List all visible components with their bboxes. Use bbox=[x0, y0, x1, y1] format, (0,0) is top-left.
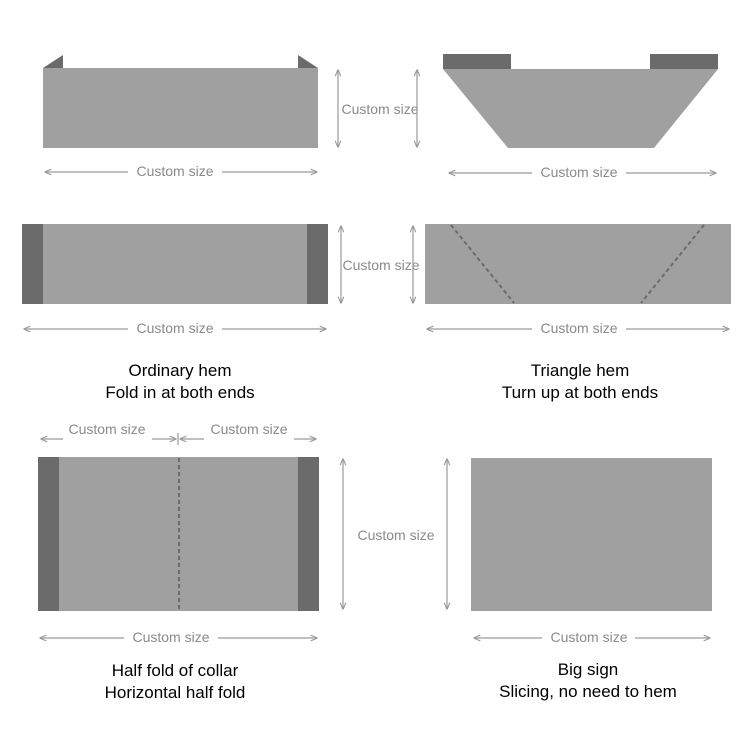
ordinary-hem-width-dimension: Custom size bbox=[45, 163, 317, 179]
triangle-hem-right-fold-line bbox=[640, 224, 705, 304]
triangle-hem-right-tab bbox=[650, 54, 718, 69]
triangle-hem-left-tab bbox=[443, 54, 511, 69]
big-sign-subtitle: Slicing, no need to hem bbox=[499, 682, 677, 701]
ordinary-hem-caption: Ordinary hem Fold in at both ends bbox=[30, 360, 330, 404]
half-fold-top-dimensions: Custom size Custom size bbox=[41, 421, 316, 445]
ordinary-hem-height-label: Custom size bbox=[341, 101, 418, 117]
triangle-hem-left-fold-line bbox=[450, 224, 515, 304]
triangle-hem-width-dimension: Custom size bbox=[449, 164, 716, 180]
big-sign-panel bbox=[471, 458, 712, 611]
ordinary-hem-right-hem bbox=[307, 224, 328, 304]
triangle-hem-flat-width-dimension: Custom size bbox=[427, 320, 729, 336]
half-fold-right-width-label: Custom size bbox=[210, 421, 287, 437]
ordinary-hem-flat-width-label: Custom size bbox=[136, 320, 213, 336]
ordinary-hem-panel bbox=[43, 68, 318, 148]
half-fold-height-dimension: Custom size bbox=[343, 459, 435, 609]
half-fold-height-label: Custom size bbox=[357, 527, 434, 543]
triangle-hem-folded-view bbox=[443, 54, 718, 148]
ordinary-hem-flat-width-dimension: Custom size bbox=[24, 320, 326, 336]
triangle-hem-panel bbox=[443, 69, 718, 148]
ordinary-hem-height-dimension: Custom size bbox=[338, 70, 419, 147]
ordinary-hem-folded-view bbox=[43, 55, 318, 148]
half-fold-view bbox=[38, 457, 319, 611]
big-sign-caption: Big sign Slicing, no need to hem bbox=[438, 659, 738, 703]
ordinary-hem-subtitle: Fold in at both ends bbox=[105, 383, 255, 402]
big-sign-title: Big sign bbox=[557, 660, 619, 679]
half-fold-right-hem bbox=[298, 457, 319, 611]
triangle-hem-subtitle: Turn up at both ends bbox=[501, 383, 659, 402]
triangle-hem-flat-view bbox=[425, 224, 731, 304]
half-fold-left-hem bbox=[38, 457, 59, 611]
triangle-hem-flat-panel bbox=[425, 224, 731, 304]
big-sign-width-label: Custom size bbox=[550, 629, 627, 645]
triangle-hem-caption: Triangle hem Turn up at both ends bbox=[430, 360, 730, 404]
ordinary-hem-title: Ordinary hem bbox=[128, 361, 232, 380]
ordinary-hem-left-flap bbox=[43, 55, 63, 68]
ordinary-hem-flat-height-dimension: Custom size bbox=[341, 226, 420, 303]
ordinary-hem-left-hem bbox=[22, 224, 43, 304]
ordinary-hem-flat-view bbox=[22, 224, 328, 304]
ordinary-hem-flat-panel bbox=[22, 224, 328, 304]
triangle-hem-flat-width-label: Custom size bbox=[540, 320, 617, 336]
half-fold-width-label: Custom size bbox=[132, 629, 209, 645]
half-fold-title: Half fold of collar bbox=[111, 661, 239, 680]
half-fold-caption: Half fold of collar Horizontal half fold bbox=[25, 660, 325, 704]
ordinary-hem-right-flap bbox=[298, 55, 318, 68]
ordinary-hem-flat-height-label: Custom size bbox=[342, 257, 419, 273]
ordinary-hem-width-label: Custom size bbox=[136, 163, 213, 179]
big-sign-width-dimension: Custom size bbox=[474, 629, 710, 645]
triangle-hem-title: Triangle hem bbox=[530, 361, 630, 380]
half-fold-left-width-label: Custom size bbox=[68, 421, 145, 437]
half-fold-subtitle: Horizontal half fold bbox=[104, 683, 246, 702]
triangle-hem-width-label: Custom size bbox=[540, 164, 617, 180]
half-fold-width-dimension: Custom size bbox=[40, 629, 317, 645]
